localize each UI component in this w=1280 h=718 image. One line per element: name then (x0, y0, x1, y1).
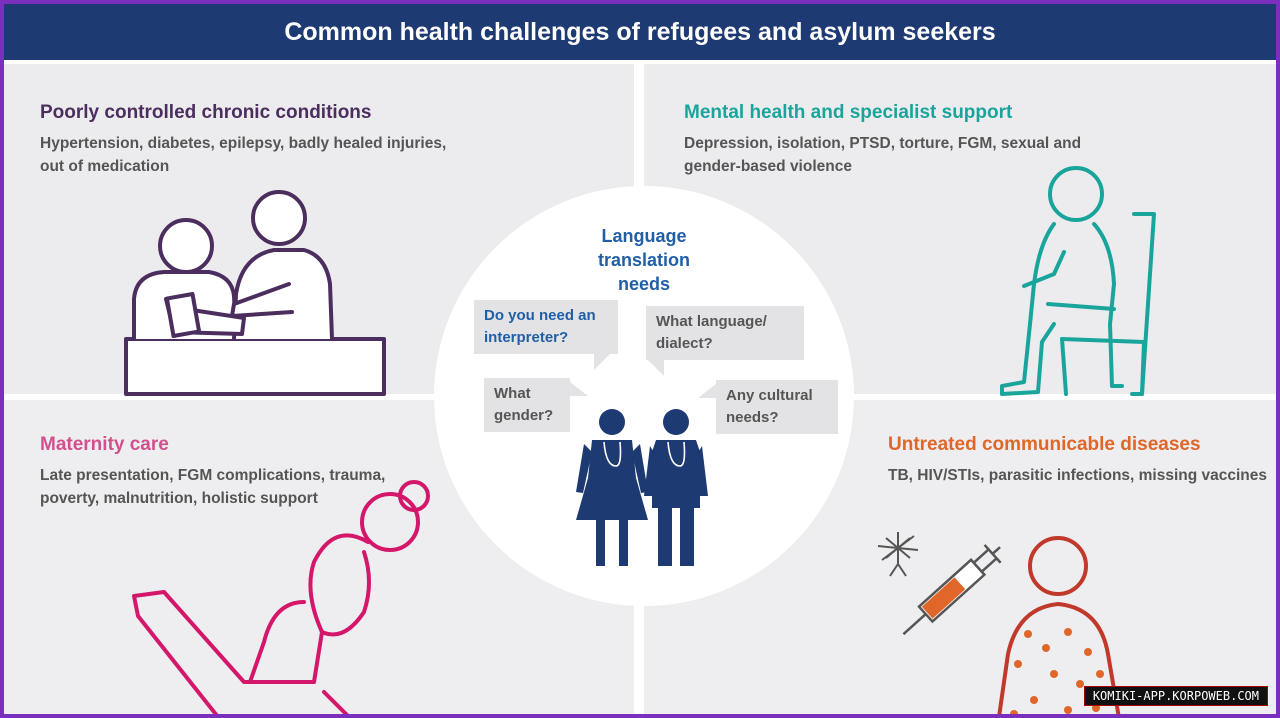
chronic-description: Hypertension, diabetes, epilepsy, badly … (40, 135, 447, 175)
maternity-description: Late presentation, FGM complications, tr… (40, 467, 386, 507)
spotted-patient-icon (997, 536, 1121, 714)
watermark: KOMIKI-APP.KORPOWEB.COM (1083, 686, 1268, 706)
mosquito-syringe-icon (877, 532, 1121, 714)
syringe-icon (902, 544, 1002, 636)
bubble-cultural: Any cultural needs? (716, 380, 838, 434)
language-needs-title: Language translation needs (597, 226, 690, 294)
doctor-patient-icon (124, 190, 386, 396)
bubble-tail (570, 382, 588, 396)
bubble-gender: What gender? (484, 378, 570, 432)
mosquito-icon (877, 532, 919, 577)
bubble-tail (698, 384, 716, 398)
bubble-tail (594, 354, 610, 370)
bubble-interpreter: Do you need an interpreter? (474, 300, 618, 354)
pregnant-woman-icon (132, 480, 430, 714)
communicable-description: TB, HIV/STIs, parasitic infections, miss… (888, 467, 1268, 484)
maternity-title: Maternity care (40, 434, 169, 455)
mental-health-description: Depression, isolation, PTSD, torture, FG… (684, 135, 1082, 175)
clinicians-icon (576, 409, 708, 566)
mental-health-title: Mental health and specialist support (684, 102, 1013, 123)
bubble-language: What language/ dialect? (646, 306, 804, 360)
communicable-title: Untreated communicable diseases (888, 434, 1201, 455)
chronic-title: Poorly controlled chronic conditions (40, 102, 372, 123)
page-title: Common health challenges of refugees and… (4, 4, 1276, 60)
bubble-tail (648, 360, 664, 376)
seated-person-icon (1000, 166, 1156, 396)
language-needs-circle: Language translation needs Do you need a… (434, 186, 854, 606)
